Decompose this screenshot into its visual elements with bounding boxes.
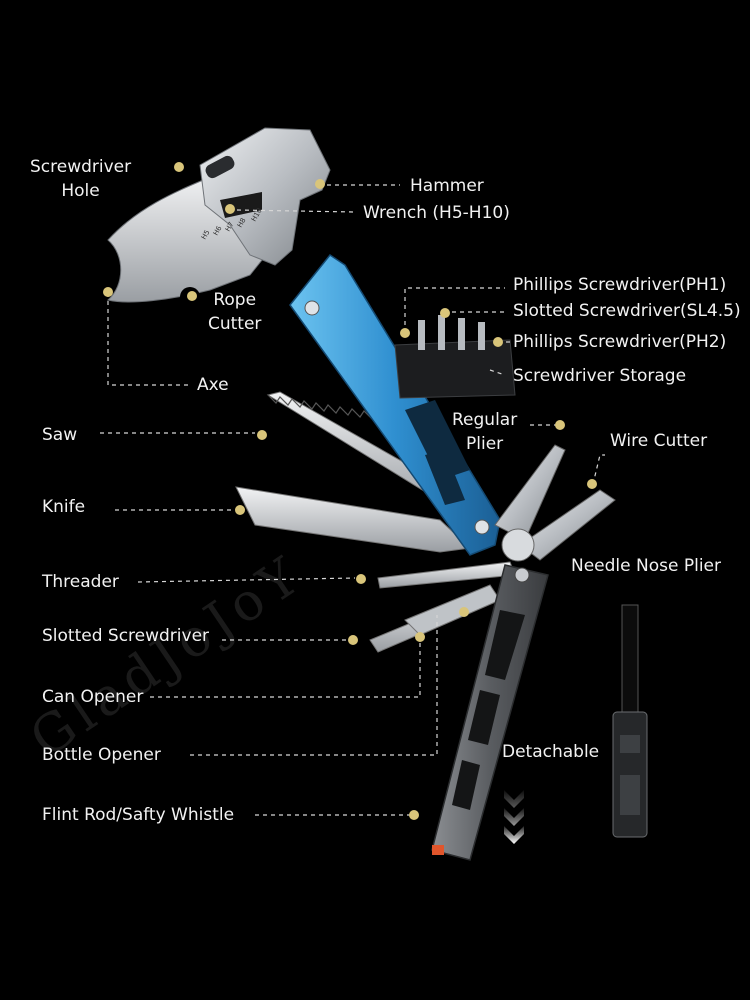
callout-dot-icon bbox=[225, 204, 235, 214]
wrench-size-h7: H7 bbox=[224, 221, 236, 233]
threader-tool bbox=[377, 561, 516, 589]
callout-dot-icon bbox=[187, 291, 197, 301]
callout-dot-icon bbox=[103, 287, 113, 297]
label-regular-plier: Regular Plier bbox=[452, 410, 518, 454]
label-needle-nose-plier: Needle Nose Plier bbox=[571, 556, 721, 576]
label-saw: Saw bbox=[42, 425, 78, 445]
callout-dot-icon bbox=[257, 430, 267, 440]
label-wrench: Wrench (H5-H10) bbox=[363, 203, 510, 223]
wrench-size-h8: H8 bbox=[236, 217, 248, 229]
label-wire-cutter: Wire Cutter bbox=[610, 431, 708, 451]
label-phillips-ph2: Phillips Screwdriver(PH2) bbox=[513, 332, 727, 352]
wrench-size-h5: H5 bbox=[200, 229, 212, 241]
callout-dot-icon bbox=[400, 328, 410, 338]
label-knife: Knife bbox=[42, 497, 86, 517]
callout-dot-icon bbox=[440, 308, 450, 318]
callout-dot-icons bbox=[103, 162, 597, 820]
plier-jaws bbox=[494, 444, 616, 562]
callout-dot-icon bbox=[587, 479, 597, 489]
callout-dot-icon bbox=[356, 574, 366, 584]
label-axe: Axe bbox=[197, 375, 229, 395]
label-screwdriver-hole: Screwdriver Hole bbox=[30, 157, 132, 201]
label-slotted-sl45: Slotted Screwdriver(SL4.5) bbox=[513, 301, 741, 321]
callout-dot-icon bbox=[493, 337, 503, 347]
knife-blade bbox=[235, 486, 472, 553]
label-phillips-ph1: Phillips Screwdriver(PH1) bbox=[513, 275, 727, 295]
callout-dot-icon bbox=[348, 635, 358, 645]
label-bottle-opener: Bottle Opener bbox=[42, 745, 161, 765]
label-can-opener: Can Opener bbox=[42, 687, 144, 707]
bit-extra bbox=[478, 322, 485, 350]
bit-ph2 bbox=[458, 318, 465, 350]
callout-dot-icon bbox=[235, 505, 245, 515]
chevron-down-stack-icon bbox=[504, 790, 524, 844]
blue-handle bbox=[289, 253, 501, 556]
callout-dot-icon bbox=[459, 607, 469, 617]
callout-dot-icon bbox=[409, 810, 419, 820]
bit-ph1 bbox=[418, 320, 425, 350]
whistle-tip bbox=[432, 845, 444, 855]
label-screwdriver-storage: Screwdriver Storage bbox=[513, 366, 687, 386]
flint-rod bbox=[612, 604, 648, 838]
callout-dot-icon bbox=[555, 420, 565, 430]
can-opener-tool bbox=[404, 584, 501, 636]
label-detachable: Detachable bbox=[502, 742, 600, 762]
bit-sl45 bbox=[438, 315, 445, 350]
callout-lines bbox=[100, 184, 605, 816]
callout-dot-icon bbox=[315, 179, 325, 189]
label-slotted-screwdriver: Slotted Screwdriver bbox=[42, 626, 210, 646]
axe-head: H5 H6 H7 H8 H10 bbox=[106, 127, 331, 307]
bit-storage bbox=[394, 315, 516, 399]
callout-dot-icon bbox=[415, 632, 425, 642]
label-hammer: Hammer bbox=[410, 176, 484, 196]
saw-teeth bbox=[267, 394, 373, 420]
callout-dot-icon bbox=[174, 162, 184, 172]
grey-handle bbox=[431, 564, 549, 861]
label-flint-rod: Flint Rod/Safty Whistle bbox=[42, 805, 235, 825]
label-rope-cutter: Rope Cutter bbox=[208, 290, 262, 334]
screwdriver-hole-slot bbox=[205, 155, 235, 179]
label-threader: Threader bbox=[42, 572, 119, 592]
